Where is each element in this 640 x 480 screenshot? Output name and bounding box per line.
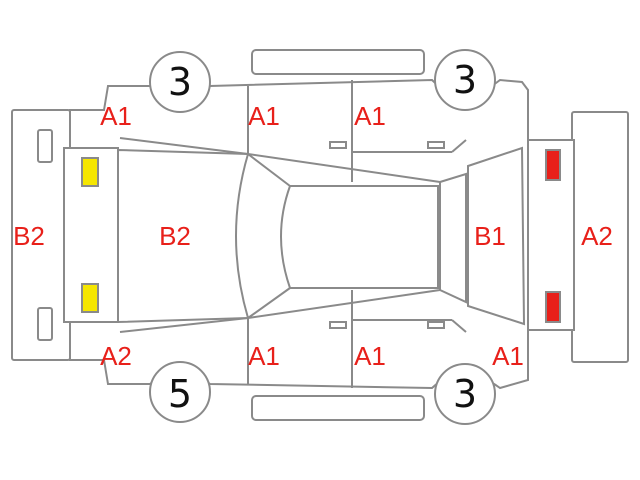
label-trunk: B1 <box>474 221 506 251</box>
front-lamp-top <box>81 157 99 187</box>
wheel-rear-left-number: 3 <box>452 58 478 102</box>
left-side-panel <box>251 49 425 75</box>
trunk-panel <box>467 146 526 326</box>
rear-lamp-top <box>545 149 561 181</box>
label-front-left-fender: A1 <box>100 101 132 131</box>
roof <box>280 185 439 289</box>
label-front-left-door: A1 <box>248 101 280 131</box>
label-front-bumper: B2 <box>13 221 45 251</box>
wheel-rear-right <box>434 363 496 425</box>
right-rear-door-edge <box>451 319 467 333</box>
label-rear-left-door: A1 <box>354 101 386 131</box>
wheel-rear-left <box>434 49 496 111</box>
label-rear-right-door: A1 <box>354 341 386 371</box>
left-rear-handle <box>427 141 445 149</box>
left-front-handle <box>329 141 347 149</box>
label-rear-bumper: A2 <box>581 221 613 251</box>
right-front-handle <box>329 321 347 329</box>
label-front-right-fender: A2 <box>100 341 132 371</box>
windshield-edge-top <box>247 153 291 187</box>
right-rear-handle <box>427 321 445 329</box>
right-sill-line <box>119 317 249 333</box>
label-front-right-door: A1 <box>248 341 280 371</box>
wheel-front-right-number: 5 <box>167 372 193 416</box>
left-rear-door-edge <box>451 139 467 153</box>
windshield-edge-bottom <box>247 287 291 319</box>
label-rear-right-fender: A1 <box>492 341 524 371</box>
wheel-front-left <box>149 51 211 113</box>
rear-lamp-bottom <box>545 291 561 323</box>
left-sill-line <box>119 137 249 155</box>
front-bumper-sensor-top <box>37 129 53 163</box>
front-lamp-bottom <box>81 283 99 313</box>
front-bumper-sensor-bottom <box>37 307 53 341</box>
wheel-rear-right-number: 3 <box>452 372 478 416</box>
right-side-panel <box>251 395 425 421</box>
rear-glass <box>439 172 467 304</box>
wheel-front-left-number: 3 <box>167 60 193 104</box>
wheel-front-right <box>149 361 211 423</box>
label-hood: B2 <box>159 221 191 251</box>
